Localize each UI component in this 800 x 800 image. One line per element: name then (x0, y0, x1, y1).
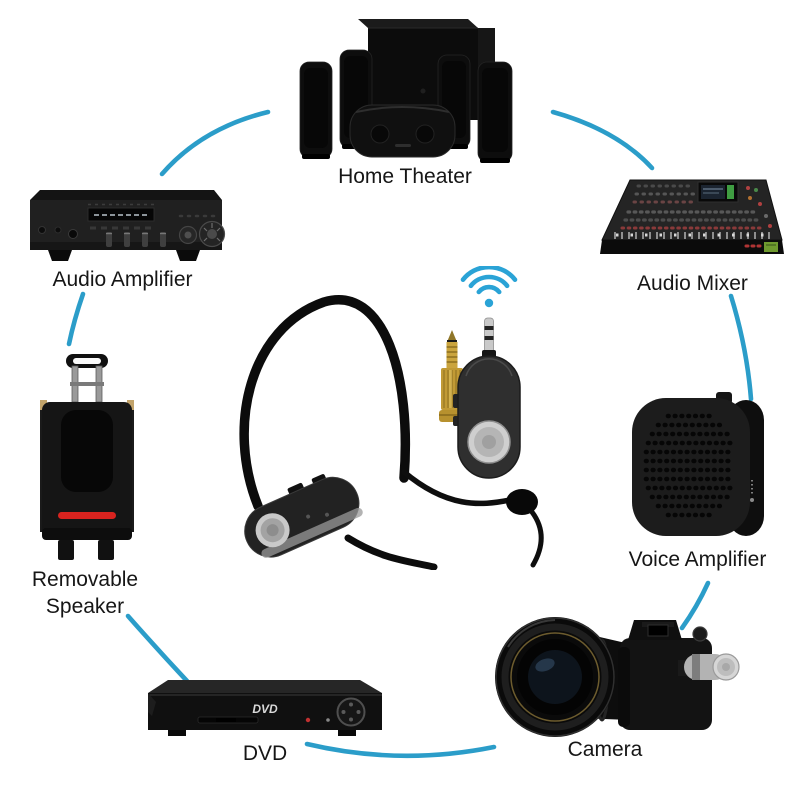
audio-amplifier-illustration (30, 190, 226, 261)
headset-mic-illustration (239, 266, 544, 570)
dvd-label: DVD (242, 742, 288, 765)
arrow-amplifier-to-speaker (66, 291, 86, 347)
audio-mixer-illustration (600, 179, 784, 254)
dvd-player-illustration: DVD (148, 680, 382, 736)
headset-mic-set-image (222, 266, 544, 570)
audio-mixer-image (598, 166, 786, 268)
arrow-hometheater-to-amplifier (159, 109, 271, 177)
camera-illustration (495, 617, 740, 737)
audio-mixer-label: Audio Mixer (637, 272, 748, 295)
voice-amplifier-label: Voice Amplifier (628, 548, 767, 571)
audio-amplifier-image (18, 178, 230, 270)
wireless-receiver-icon (453, 317, 521, 479)
arrow-mixer-to-voiceamp (728, 293, 754, 402)
voice-amplifier-image (628, 388, 773, 546)
dvd-logo: DVD (252, 702, 278, 716)
camera-label: Camera (567, 738, 643, 761)
voice-amplifier-illustration (632, 392, 764, 536)
headset-microphone (239, 295, 544, 570)
home-theater-label: Home Theater (338, 165, 472, 188)
removable-speaker-illustration (40, 354, 134, 560)
removable-speaker-image (28, 352, 146, 564)
home-theater-image (290, 16, 520, 166)
mic-windscreen-icon (506, 489, 538, 515)
home-theater-illustration (299, 19, 513, 163)
wifi-icon (460, 266, 518, 308)
camera-image (468, 592, 740, 742)
dvd-player-image: DVD (138, 672, 392, 740)
arrow-hometheater-to-mixer (550, 109, 655, 171)
removable-speaker-label-line2: Speaker (45, 595, 125, 618)
removable-speaker-label: Removable Speaker (15, 566, 155, 620)
removable-speaker-label-line1: Removable (31, 568, 139, 591)
audio-amplifier-label: Audio Amplifier (52, 268, 193, 291)
